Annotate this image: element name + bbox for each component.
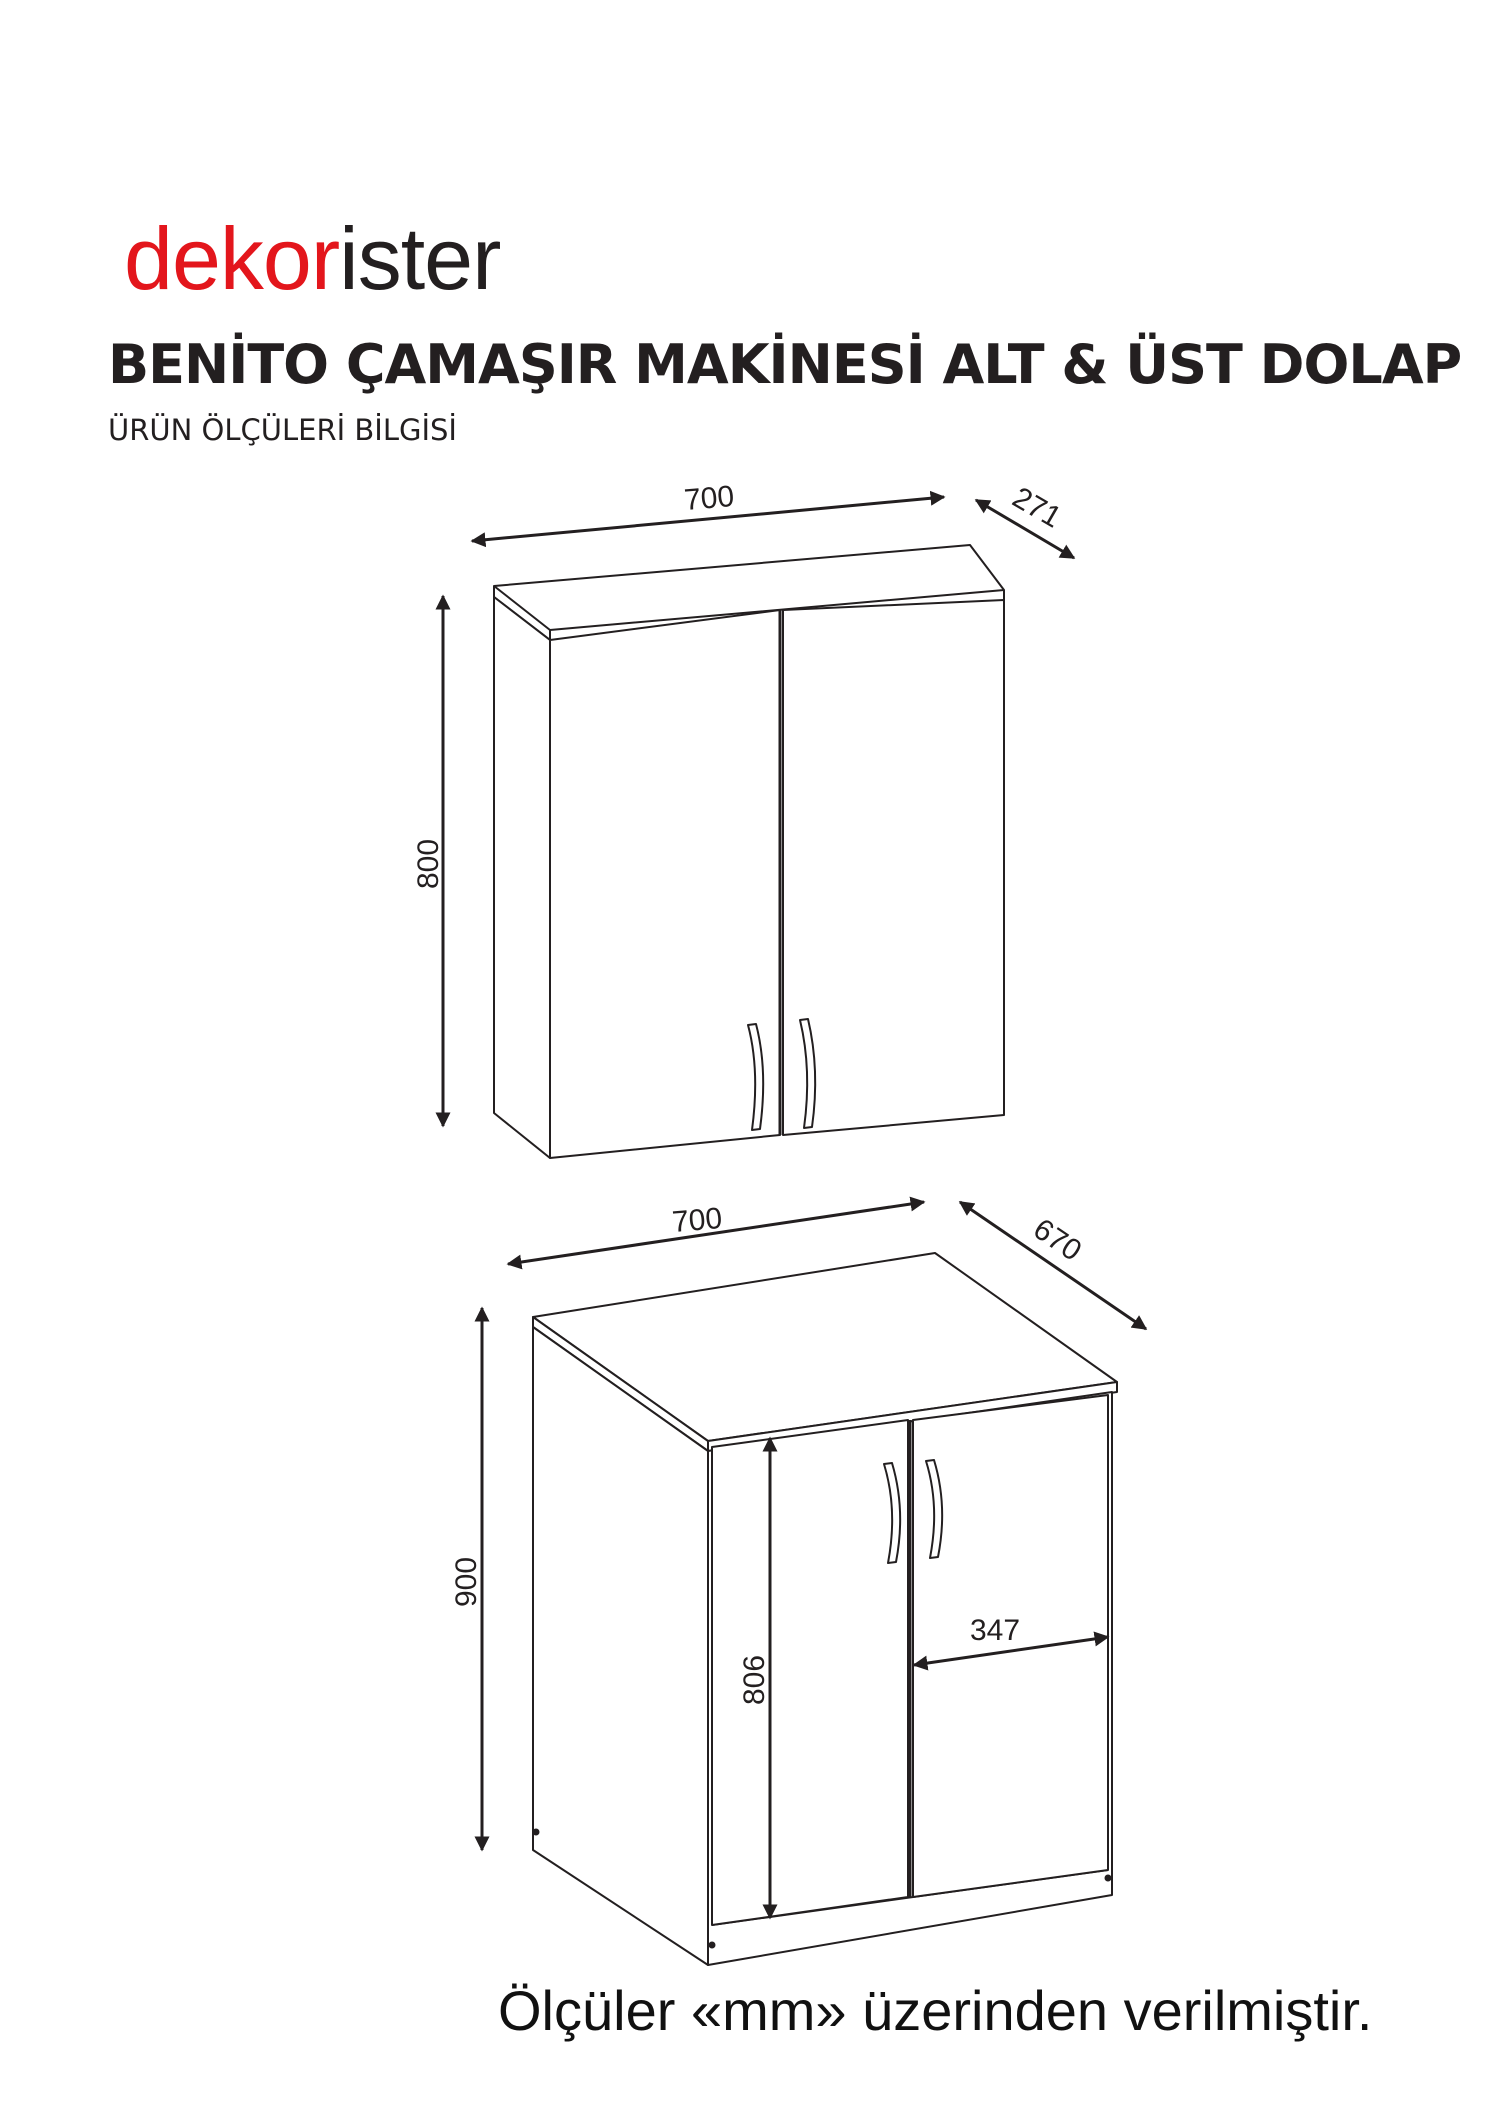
upper-height-label: 800 <box>412 839 445 889</box>
upper-cabinet-side <box>493 596 551 1159</box>
lower-cabinet <box>532 1252 1118 1966</box>
upper-width-arrow <box>470 490 946 548</box>
lower-depth-arrow <box>958 1200 1148 1331</box>
upper-cabinet-door-left <box>549 609 781 1159</box>
product-subtitle: ÜRÜN ÖLÇÜLERİ BİLGİSİ <box>108 413 457 447</box>
lower-depth-label: 670 <box>1027 1212 1087 1267</box>
upper-width-label: 700 <box>683 480 736 517</box>
lower-cabinet-handle-right <box>925 1459 944 1559</box>
brand-logo-part2: ister <box>339 209 501 308</box>
lower-dimensions <box>474 1196 1148 1920</box>
brand-logo: dekorister <box>124 215 501 303</box>
measurement-note: Ölçüler «mm» üzerinden verilmiştir. <box>498 1979 1373 2042</box>
upper-cabinet-handle-left <box>747 1023 765 1131</box>
brand-logo-part1: dekor <box>124 209 340 308</box>
lower-inner-width-arrow <box>912 1631 1110 1671</box>
upper-cabinet <box>493 544 1005 1159</box>
lower-inner-width-label: 347 <box>970 1614 1020 1647</box>
lower-inner-height-label: 806 <box>738 1655 771 1705</box>
product-title: BENİTO ÇAMAŞIR MAKİNESİ ALT & ÜST DOLAP <box>108 333 1462 396</box>
upper-cabinet-handle-right <box>799 1018 817 1129</box>
upper-depth-label: 271 <box>1007 481 1067 535</box>
upper-depth-arrow <box>974 498 1076 560</box>
lower-cabinet-door-left <box>711 1419 909 1926</box>
upper-cabinet-door-right <box>782 599 1005 1136</box>
lower-cabinet-handle-left <box>883 1462 902 1564</box>
lower-width-label: 700 <box>671 1202 724 1239</box>
lower-width-arrow <box>506 1196 926 1270</box>
lower-height-label: 900 <box>450 1557 483 1607</box>
upper-dimensions <box>435 490 1076 1128</box>
